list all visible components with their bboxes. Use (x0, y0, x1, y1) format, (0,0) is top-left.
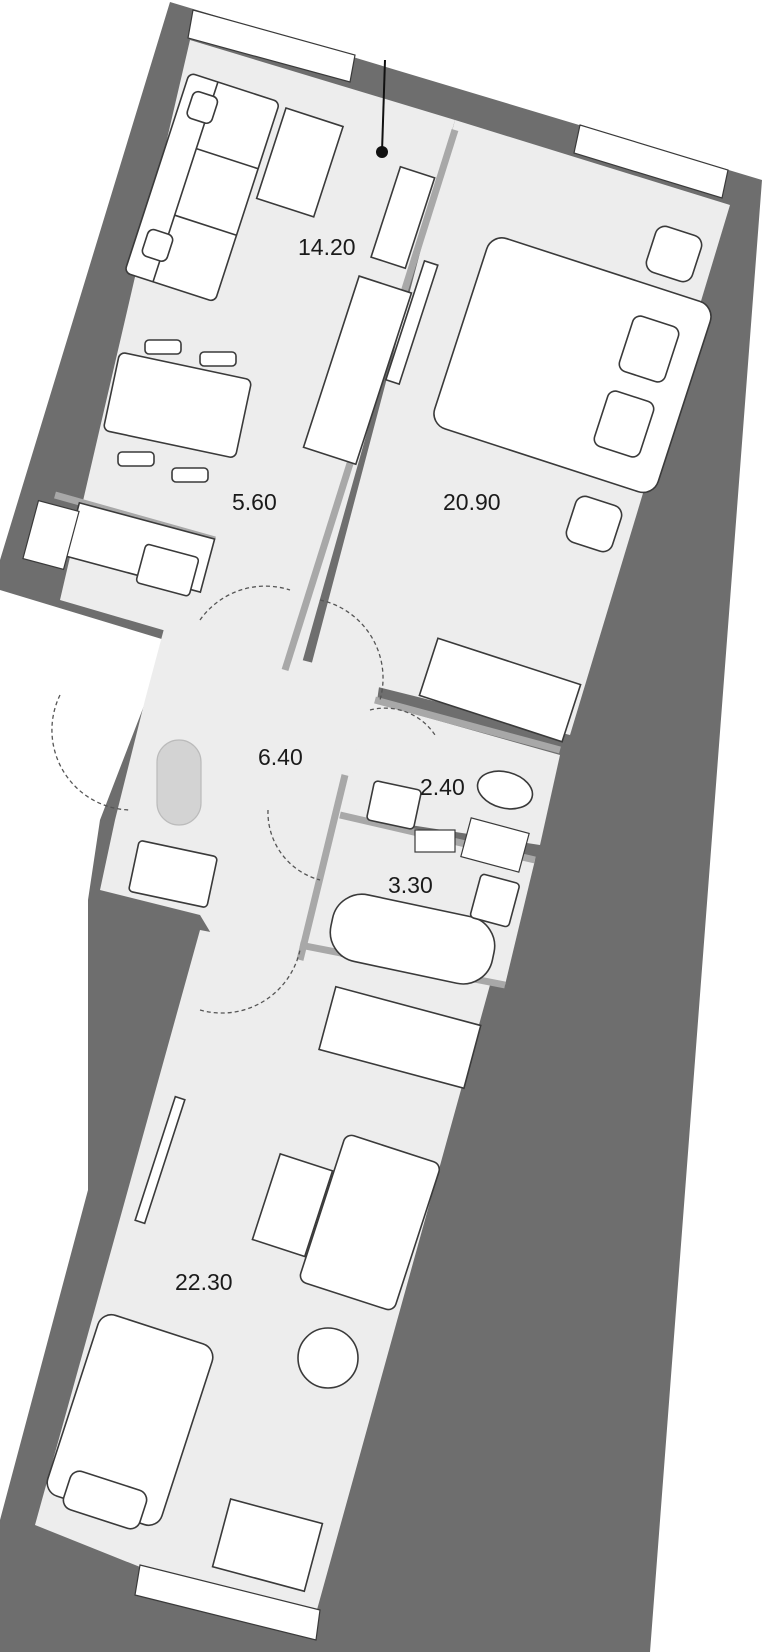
area-label-dining: 5.60 (232, 489, 277, 515)
desk (211, 1498, 324, 1593)
area-label-bathroom: 3.30 (388, 872, 433, 898)
hall-door-arc-right (319, 599, 384, 701)
entrance-door-arc (51, 694, 131, 811)
area-label-bedroom-1: 20.90 (443, 489, 501, 515)
kitchen-counter (302, 275, 413, 466)
coffee-table-kitchen (255, 107, 345, 218)
area-label-kitchen-living: 14.20 (298, 234, 356, 260)
wc-shaft-2 (460, 817, 530, 873)
bathtub (329, 893, 496, 985)
chair-4 (171, 467, 209, 483)
chair-1 (144, 339, 182, 355)
kitchen-hatch (22, 499, 80, 571)
dining-table (103, 352, 252, 458)
armchair (297, 1327, 359, 1389)
bath-sink (469, 873, 520, 928)
washing-machine (128, 840, 218, 908)
tv-bedroom-2 (134, 1095, 186, 1225)
hall-door-arc-top (199, 585, 291, 621)
wardrobe-1 (418, 637, 582, 743)
partition-hall-top (374, 696, 561, 754)
wc-sink (366, 780, 422, 830)
area-label-wc: 2.40 (420, 774, 465, 800)
coffee-table-bedroom-2 (251, 1152, 334, 1258)
wardrobe-mirror (384, 259, 439, 386)
wardrobe-2 (318, 985, 482, 1090)
ottoman-hall (156, 739, 202, 826)
tv-stand-kitchen (370, 165, 436, 270)
kitchen-sink (135, 543, 200, 597)
light-cable (381, 59, 386, 153)
window-bottom (134, 1564, 321, 1641)
nightstand-1a (645, 225, 703, 283)
wc-shaft-1 (414, 829, 456, 853)
wc-door-arc (369, 707, 436, 736)
sofa-kitchen (125, 73, 279, 302)
area-label-bedroom-2: 22.30 (175, 1269, 233, 1295)
chair-2 (199, 351, 237, 367)
partition-bath-left (296, 774, 349, 961)
pillow-2 (62, 1470, 148, 1530)
window-top-right (573, 124, 729, 199)
toilet (476, 770, 534, 810)
hall-door-arc-bottom (199, 949, 301, 1014)
nightstand-1b (565, 495, 623, 553)
pillow-1b (593, 390, 655, 458)
window-top-left (187, 9, 356, 83)
chair-3 (117, 451, 155, 467)
area-label-hallway: 6.40 (258, 744, 303, 770)
pillow-1a (618, 315, 680, 383)
sofa-bedroom-2 (299, 1134, 441, 1311)
